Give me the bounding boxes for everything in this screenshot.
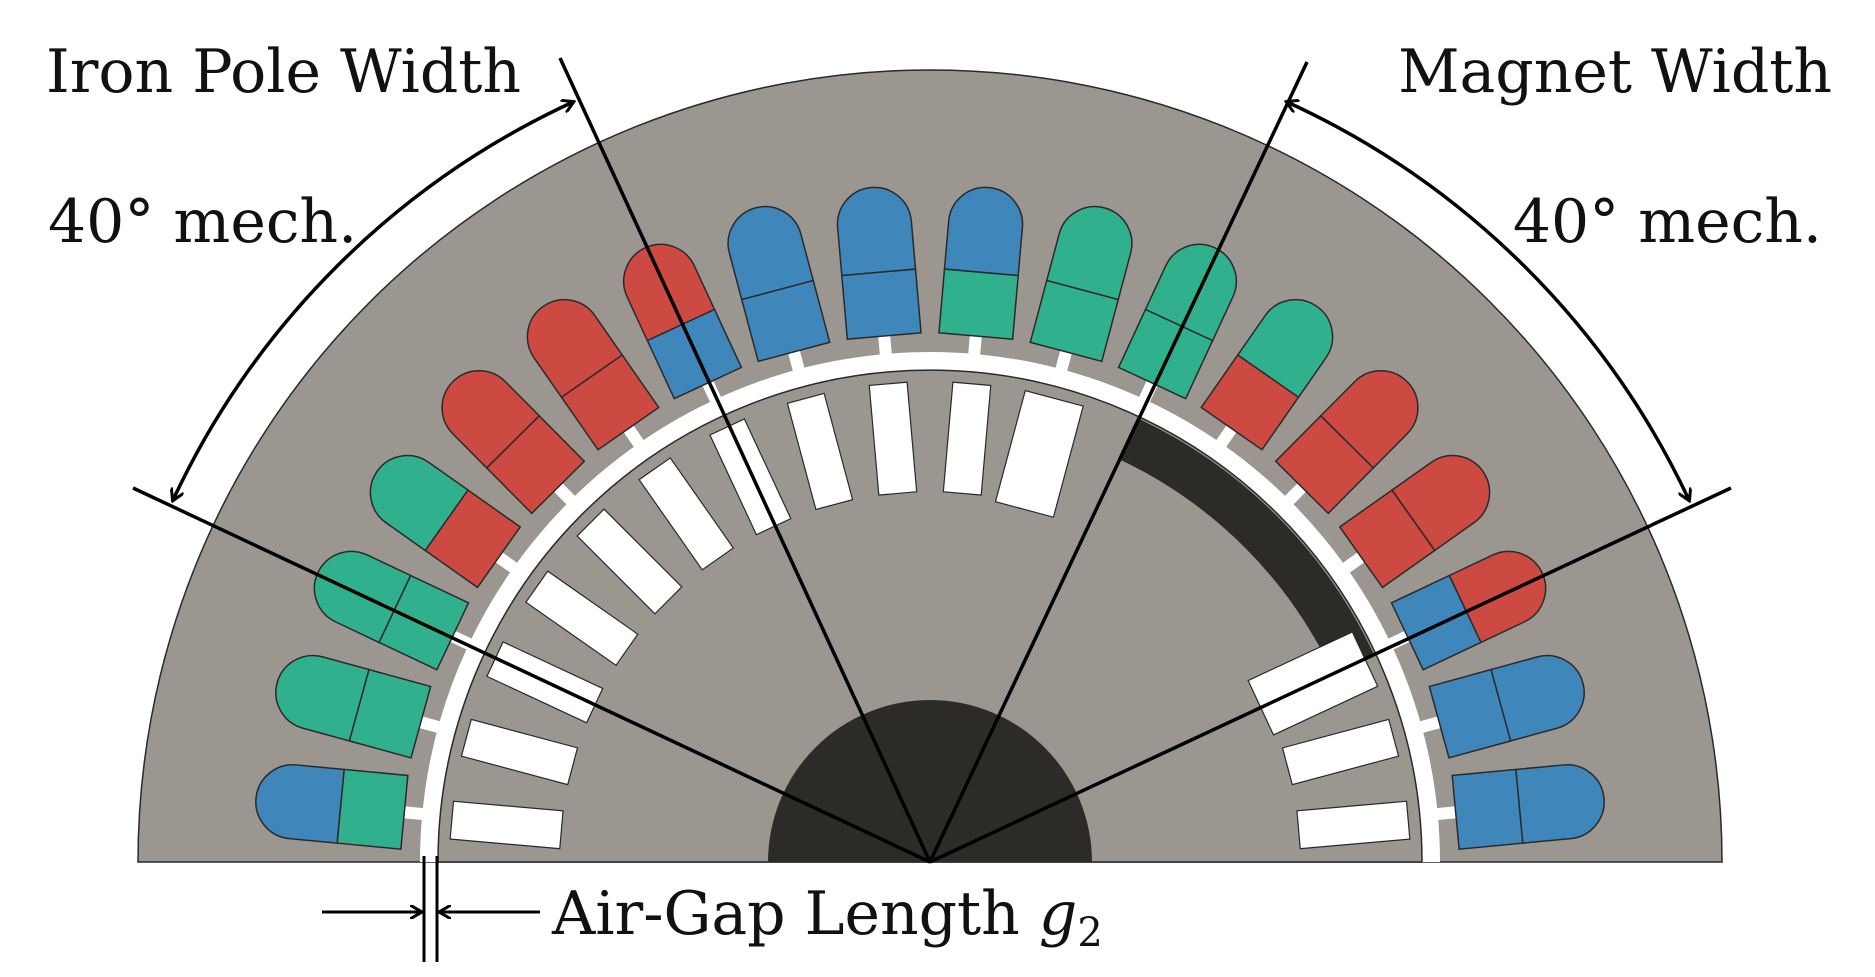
magnet-right-line bbox=[929, 486, 1732, 864]
slot-opening bbox=[968, 333, 982, 357]
stator-slot bbox=[275, 654, 432, 759]
rotor-slot bbox=[449, 800, 564, 850]
stator-slot bbox=[1117, 243, 1238, 400]
air-gap-symbol: g bbox=[1039, 879, 1077, 949]
rotor-slot bbox=[994, 389, 1084, 518]
stator-slot bbox=[836, 186, 922, 341]
stator-slot bbox=[727, 205, 831, 363]
iron-pole-right-line bbox=[558, 57, 932, 863]
coil-inner-layer bbox=[1451, 768, 1524, 850]
slot-opening bbox=[878, 333, 892, 357]
reference-lines bbox=[132, 57, 1732, 864]
magnet-left-line bbox=[928, 61, 1309, 863]
iron-pole-angle-label: 40° mech. bbox=[48, 187, 357, 257]
stator-slot bbox=[1428, 654, 1585, 759]
rotor-shaft bbox=[768, 700, 1092, 862]
coil-outer-layer bbox=[727, 205, 815, 301]
coil-inner-layer bbox=[840, 268, 922, 341]
slot-opening bbox=[787, 348, 805, 373]
air-gap-text: Air-Gap Length bbox=[551, 879, 1039, 949]
air-gap-dimension bbox=[322, 856, 540, 962]
slot-opening bbox=[1055, 348, 1073, 373]
rotor-slot bbox=[942, 381, 992, 496]
rotor-slot bbox=[576, 508, 683, 615]
coil-outer-layer bbox=[1515, 764, 1605, 844]
slot-opening bbox=[401, 806, 425, 821]
rotor-slot bbox=[460, 718, 579, 786]
rotor-magnet bbox=[1118, 417, 1375, 674]
air-gap-length-label: Air-Gap Length g2 bbox=[551, 879, 1103, 956]
coil-outer-layer bbox=[943, 186, 1024, 277]
stator-slot bbox=[1029, 205, 1133, 363]
coil-inner-layer bbox=[938, 268, 1020, 341]
iron-pole-width-label: Iron Pole Width bbox=[46, 37, 521, 107]
coil-outer-layer bbox=[1045, 205, 1133, 301]
air-gap-subscript: 2 bbox=[1077, 910, 1102, 956]
rotor-slot bbox=[868, 381, 918, 496]
magnet-angle-label: 40° mech. bbox=[1513, 187, 1822, 257]
rotor-slot bbox=[1281, 718, 1400, 786]
magnet-width-label: Magnet Width bbox=[1398, 37, 1832, 107]
coil-outer-layer bbox=[836, 186, 917, 277]
coil-outer-layer bbox=[1490, 654, 1585, 742]
stator-slot bbox=[938, 186, 1024, 341]
rotor-slot bbox=[786, 392, 854, 511]
rotor-slot bbox=[1296, 800, 1411, 850]
slot-opening bbox=[1418, 715, 1443, 734]
rotor-slot bbox=[709, 418, 792, 536]
iron-pole-angle-arrow bbox=[173, 102, 573, 500]
stator-slot bbox=[1451, 764, 1605, 850]
magnet-angle-arrow bbox=[1287, 102, 1689, 500]
coil-inner-layer bbox=[336, 768, 409, 850]
rotor-slot bbox=[638, 457, 735, 571]
rotor-slot bbox=[525, 570, 639, 667]
coil-outer-layer bbox=[275, 654, 370, 742]
iron-pole-left-line bbox=[132, 486, 931, 864]
coil-outer-layer bbox=[255, 764, 345, 844]
slot-opening bbox=[417, 715, 442, 734]
stator-slot bbox=[255, 764, 409, 850]
slot-opening bbox=[1435, 806, 1459, 821]
